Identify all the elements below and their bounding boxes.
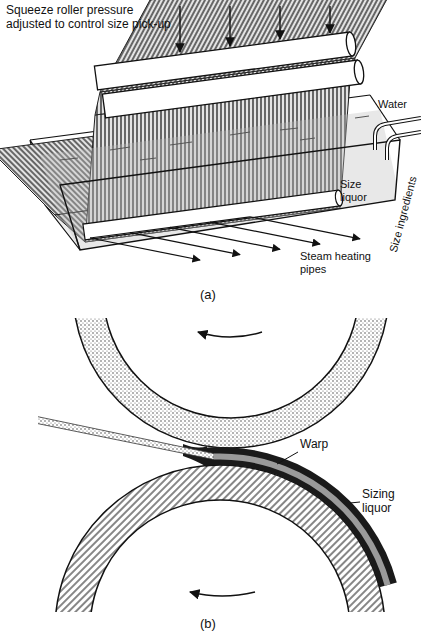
panel-label: (b) xyxy=(200,617,216,632)
callout-label: Warp xyxy=(300,438,328,452)
rotation-arrow xyxy=(198,332,262,337)
steam-pipe xyxy=(170,227,280,249)
feed-pipe xyxy=(387,132,421,160)
roller-end xyxy=(345,32,357,57)
squeeze-roller xyxy=(94,32,352,90)
nip-detail xyxy=(38,318,397,612)
steam-pipe xyxy=(90,238,200,260)
callout-label: Water xyxy=(378,98,407,111)
warp-yarn xyxy=(38,414,214,460)
callout-label: Steam heating pipes xyxy=(300,250,392,275)
top-roller xyxy=(73,318,389,448)
leader-line xyxy=(350,502,360,503)
rotation-arrow xyxy=(190,592,255,596)
trough-front xyxy=(60,140,400,250)
liquor-ripple xyxy=(60,116,369,160)
feed-pipe xyxy=(387,132,421,160)
panel-label: (a) xyxy=(200,288,216,303)
callout-label: Size liquor xyxy=(340,178,385,203)
roller-end xyxy=(353,60,365,85)
pressure-arrow xyxy=(329,6,330,33)
pressure-arrow xyxy=(229,6,230,46)
steam-pipe xyxy=(130,233,240,255)
callout-label: Squeeze roller pressure adjusted to cont… xyxy=(6,4,176,32)
steam-pipe xyxy=(210,222,320,244)
pressure-arrow xyxy=(179,6,180,52)
pressure-arrow xyxy=(279,6,280,39)
callout-label: Sizing liquor xyxy=(362,488,412,516)
warp-yarn xyxy=(214,453,391,585)
bottom-roller xyxy=(55,465,385,612)
sizing-liquor-film xyxy=(204,447,397,587)
callout-label: Size ingredients xyxy=(385,169,421,259)
leader-line xyxy=(277,452,298,464)
